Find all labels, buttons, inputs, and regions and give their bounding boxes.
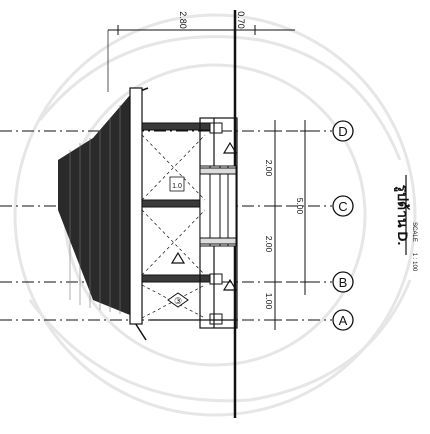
- height-upper-label: 2.80: [178, 11, 188, 29]
- level-mark: 1.0: [169, 176, 185, 192]
- stair: [199, 165, 237, 247]
- grid-bubble-c: C: [332, 195, 354, 217]
- scale-value: 1 : 100: [411, 253, 417, 272]
- svg-text:C: C: [338, 199, 347, 214]
- drawing-title: รูปด้าน D.: [394, 185, 411, 246]
- grid-bubble-d: D: [332, 120, 354, 142]
- room-tag: ③: [167, 292, 189, 308]
- height-dimensions: [107, 25, 295, 92]
- grid-lines: [0, 130, 332, 321]
- roof: [58, 87, 149, 341]
- height-lower-label: 0.70: [236, 11, 246, 29]
- scale-label: SCALE: [411, 222, 417, 242]
- svg-text:B: B: [339, 275, 348, 290]
- dim-overall: 5.00: [295, 198, 305, 215]
- grid-bubble-a: A: [332, 309, 354, 331]
- svg-text:③: ③: [174, 296, 182, 306]
- dim-bay-ab: 1.00: [264, 293, 274, 310]
- bracing: [141, 134, 206, 319]
- dim-bay-cd: 2.00: [264, 160, 274, 177]
- svg-text:1.0: 1.0: [172, 183, 182, 190]
- watermark-seal: [13, 13, 417, 417]
- svg-text:A: A: [339, 313, 348, 328]
- bay-dimensions: [270, 120, 310, 330]
- dim-bay-bc: 2.00: [264, 236, 274, 253]
- grid-bubble-b: B: [332, 271, 354, 293]
- triangle-markers: [170, 141, 238, 291]
- svg-text:D: D: [338, 124, 347, 139]
